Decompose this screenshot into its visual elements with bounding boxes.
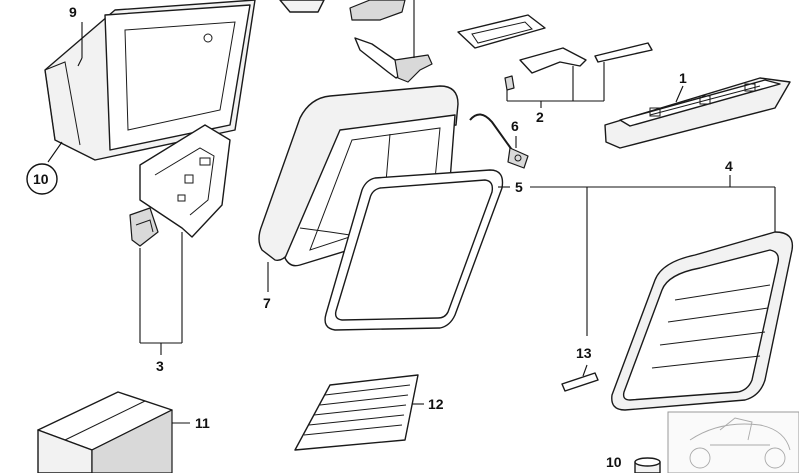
part-top-handle [279, 0, 433, 83]
callouts: 9 10 3 2 1 6 5 4 7 13 12 11 10 [26, 4, 733, 470]
part-12-sheet [294, 374, 419, 451]
callout-4: 4 [725, 158, 733, 174]
leader-lines [47, 0, 776, 424]
callout-1: 1 [679, 70, 687, 86]
callout-3: 3 [156, 358, 164, 374]
part-3-bracket [129, 124, 231, 247]
callout-10-circle [26, 163, 58, 195]
part-5-seal [324, 169, 504, 331]
callout-6: 6 [511, 118, 519, 134]
callout-5: 5 [515, 179, 523, 195]
part-13-pin [561, 372, 599, 392]
callout-9: 9 [69, 4, 77, 20]
callout-13: 13 [576, 345, 592, 361]
vehicle-thumbnail [667, 411, 799, 473]
part-4-grille-panel [611, 231, 794, 411]
callout-10-circled: 10 [33, 171, 49, 187]
callout-12: 12 [428, 396, 444, 412]
part-11-box [37, 391, 173, 473]
part-1-brake-light [604, 77, 791, 149]
callout-11: 11 [195, 415, 210, 431]
part-6-cable [469, 113, 529, 169]
callout-2: 2 [536, 109, 544, 125]
part-9-housing [44, 0, 256, 161]
part-2-plates [457, 14, 653, 91]
part-10-cap [634, 457, 661, 473]
callout-10-bottom: 10 [606, 454, 622, 470]
callout-7: 7 [263, 295, 271, 311]
